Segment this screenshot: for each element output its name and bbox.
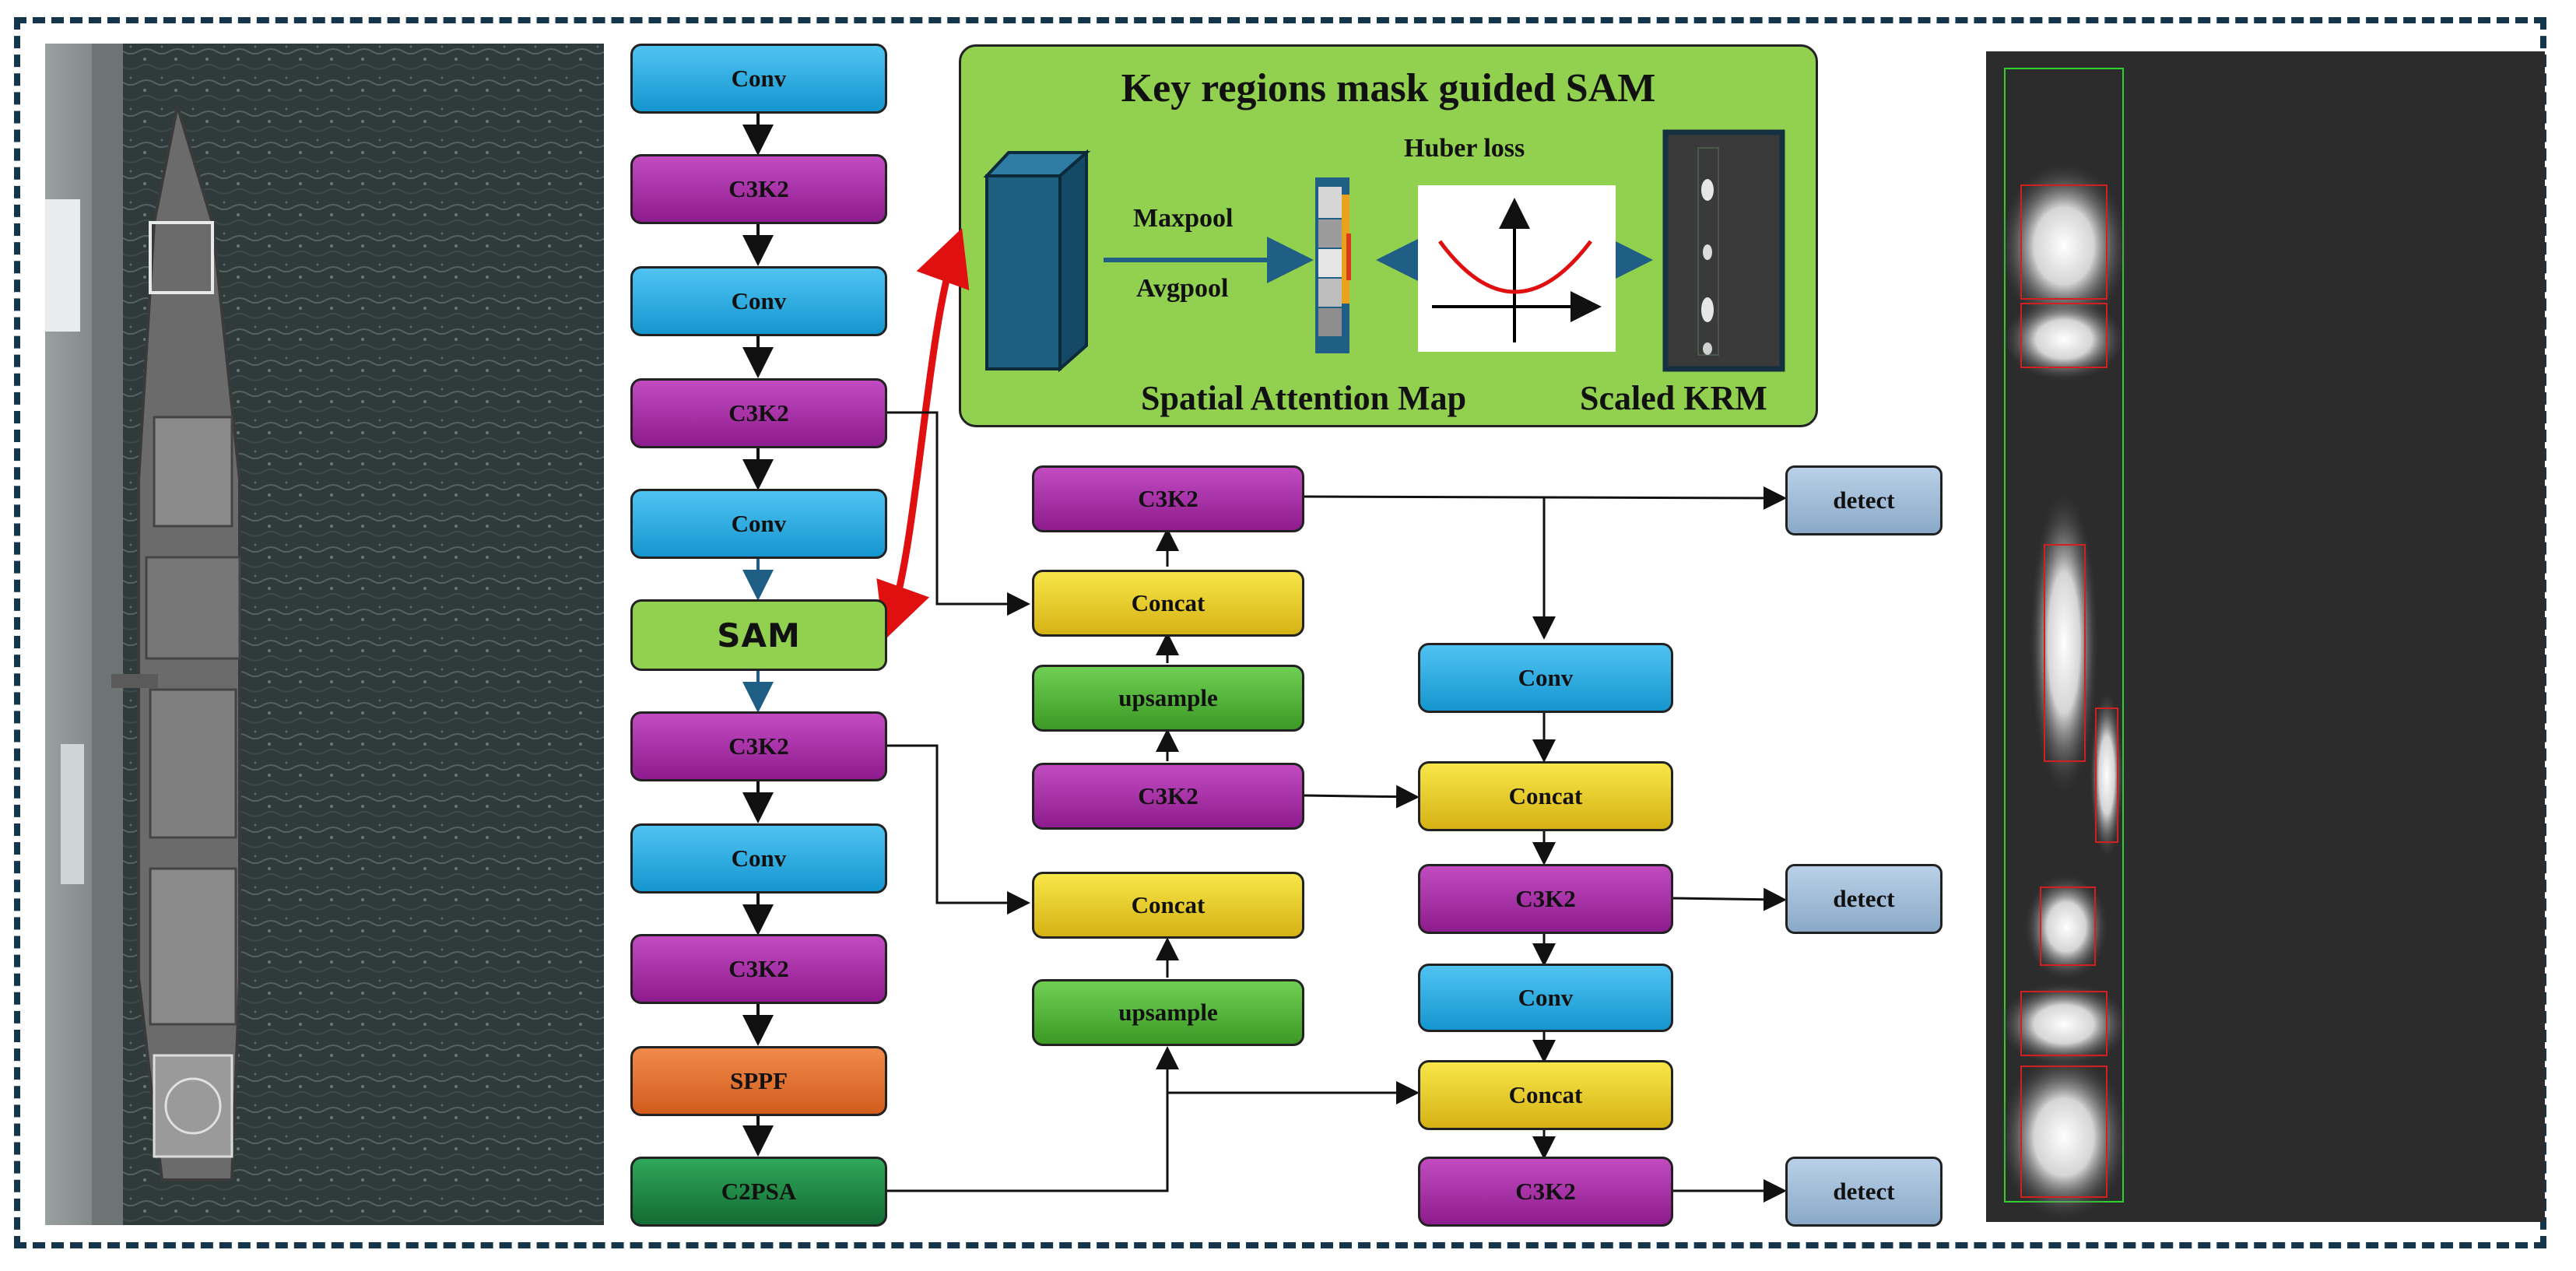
sam-panel-title: Key regions mask guided SAM [1121, 66, 1656, 111]
backbone-c3k2-4: C3K2 [630, 934, 887, 1004]
avgpool-label: Avgpool [1136, 274, 1229, 303]
scaled-krm-label: Scaled KRM [1580, 379, 1767, 417]
neck-c3k2-top: C3K2 [1032, 465, 1304, 532]
c2psa-block: C2PSA [630, 1157, 887, 1227]
neck-upsample-1: upsample [1032, 665, 1304, 732]
sppf-block: SPPF [630, 1046, 887, 1116]
backbone-conv-4: Conv [630, 823, 887, 894]
sam-module: SAM [630, 599, 887, 671]
huber-loss-label: Huber loss [1404, 134, 1525, 163]
attention-map-stack-icon [1315, 177, 1351, 353]
backbone-c3k2-1: C3K2 [630, 154, 887, 224]
head-c3k2-1: C3K2 [1418, 864, 1673, 934]
neck-concat-1: Concat [1032, 570, 1304, 637]
spatial-attention-map-label: Spatial Attention Map [1141, 379, 1467, 417]
detect-head-3: detect [1785, 1157, 1943, 1227]
head-concat-1: Concat [1418, 761, 1673, 831]
feature-cube-icon [983, 149, 1091, 373]
head-conv-2: Conv [1418, 964, 1673, 1032]
key-region-mask-panel [1986, 51, 2545, 1222]
detect-head-2: detect [1785, 864, 1943, 934]
neck-concat-2: Concat [1032, 872, 1304, 939]
maxpool-label: Maxpool [1133, 204, 1234, 233]
scaled-krm-icon [1662, 129, 1785, 372]
head-c3k2-2: C3K2 [1418, 1157, 1673, 1227]
backbone-conv-2: Conv [630, 266, 887, 336]
head-concat-2: Concat [1418, 1060, 1673, 1130]
neck-upsample-2: upsample [1032, 979, 1304, 1046]
backbone-conv-3: Conv [630, 489, 887, 559]
detect-head-1: detect [1785, 465, 1943, 535]
aerial-ship-image [45, 44, 604, 1225]
backbone-conv-1: Conv [630, 44, 887, 114]
huber-loss-plot-icon [1418, 185, 1616, 352]
backbone-c3k2-2: C3K2 [630, 378, 887, 448]
neck-c3k2-mid: C3K2 [1032, 763, 1304, 830]
head-conv-1: Conv [1418, 643, 1673, 713]
backbone-c3k2-3: C3K2 [630, 711, 887, 781]
